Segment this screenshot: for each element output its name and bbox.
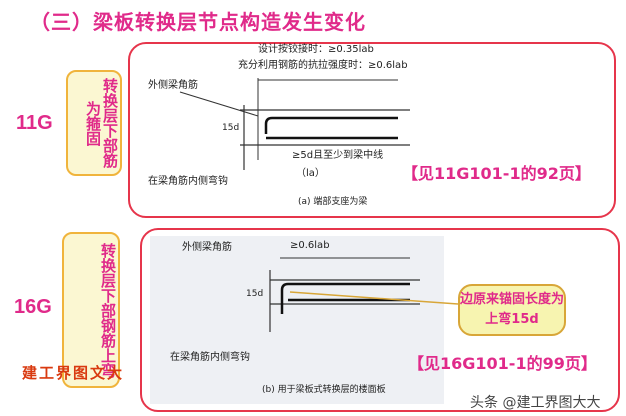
caption-16g: (b) 用于梁板式转换层的楼面板 xyxy=(262,383,386,395)
callout-16g: 边原来锚固长度为上弯15d xyxy=(458,284,566,336)
rule-16g: ≥0.6lab xyxy=(290,240,330,251)
rule1-text: 设计按铰接时：≥0.35lab xyxy=(258,42,374,55)
leader-line xyxy=(179,91,259,117)
label-16g: 16G xyxy=(14,296,52,318)
note-11g: 转换层下部筋为箍固 xyxy=(66,70,122,176)
page-ref-16g: 【见16G101-1的99页】 xyxy=(408,354,597,373)
diagram-16g-background xyxy=(150,236,444,404)
dim-15d-16g: 15d xyxy=(246,289,263,299)
rule2-text: 充分利用钢筋的抗拉强度时：≥0.6lab xyxy=(238,58,408,71)
callout-leader xyxy=(289,291,459,305)
page-title: （三）梁板转换层节点构造发生变化 xyxy=(30,10,366,34)
page-ref-11g: 【见11G101-1的92页】 xyxy=(402,164,591,183)
callout-text: 边原来锚固长度为上弯15d xyxy=(460,292,565,327)
rebar-upper-16g xyxy=(280,282,410,314)
footer-credit: 头条 @建工界图大大 xyxy=(470,395,601,411)
top-bar-label-16g: 外侧梁角筋 xyxy=(182,240,232,253)
dim-15d: 15d xyxy=(222,123,239,133)
anchor-label: ≥5d且至少到梁中线 xyxy=(292,148,383,161)
watermark: 建工界图文大 xyxy=(22,364,125,382)
rebar-upper xyxy=(264,116,398,134)
length-label: （la） xyxy=(296,167,325,179)
label-11g: 11G xyxy=(16,112,53,134)
note-16g: 转换层下部钢筋上弯 xyxy=(62,232,120,388)
panel-16g xyxy=(140,228,620,412)
top-bar-label: 外侧梁角筋 xyxy=(148,78,198,91)
panel-11g xyxy=(128,42,616,218)
inner-bar-label: 在梁角筋内侧弯钩 xyxy=(148,174,228,187)
inner-bar-label-16g: 在梁角筋内侧弯钩 xyxy=(170,350,250,363)
caption-11g: (a) 端部支座为梁 xyxy=(298,195,367,207)
